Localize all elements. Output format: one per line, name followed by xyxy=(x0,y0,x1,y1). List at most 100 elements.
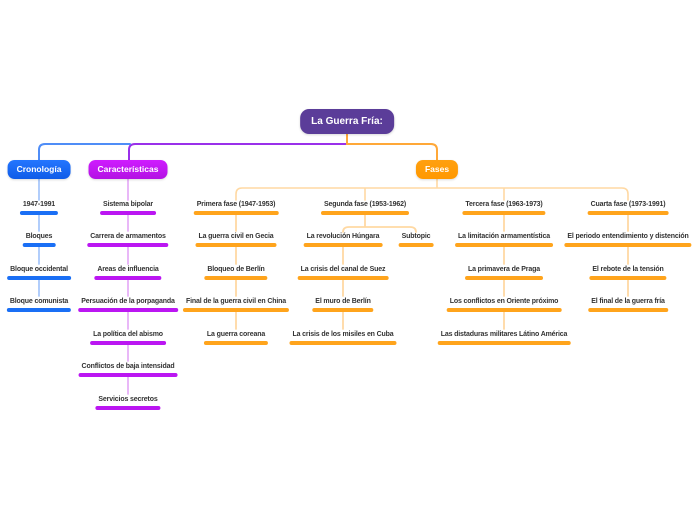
topic-label: Final de la guerra civil en China xyxy=(185,298,287,305)
topic-label: Bloque occidental xyxy=(10,266,68,273)
topic-underline xyxy=(455,243,553,247)
topic-caracteristicas-item[interactable]: Carrera de armamentos xyxy=(87,232,169,247)
topic-underline xyxy=(6,308,72,312)
topic-underline xyxy=(203,341,269,345)
topic-fase3[interactable]: Tercera fase (1963-1973) xyxy=(462,200,546,215)
topic-label: El muro de Berlín xyxy=(315,298,371,305)
topic-underline xyxy=(195,243,277,247)
topic-cronologia-item[interactable]: Bloques xyxy=(22,232,56,247)
topic-label: Los conflictos en Oriente próximo xyxy=(449,298,559,305)
topic-label: Servicios secretos xyxy=(98,396,158,403)
topic-label: Las distaduras militares Látino América xyxy=(440,331,568,338)
topic-caracteristicas-item[interactable]: La política del abismo xyxy=(90,330,166,345)
topic-underline xyxy=(437,341,571,345)
topic-label: Tercera fase (1963-1973) xyxy=(465,201,543,208)
branch-caracteristicas-label: Características xyxy=(97,164,159,174)
root-topic-label: La Guerra Fría: xyxy=(311,116,383,127)
topic-fase2-item[interactable]: La crisis del canal de Suez xyxy=(297,265,389,280)
topic-caracteristicas-item[interactable]: Servicios secretos xyxy=(95,395,161,410)
topic-cronologia-item[interactable]: Bloque occidental xyxy=(7,265,71,280)
topic-label: La guerra civil en Gecia xyxy=(198,233,274,240)
topic-underline xyxy=(297,276,389,280)
topic-label: Cuarta fase (1973-1991) xyxy=(590,201,666,208)
topic-fase4-item[interactable]: El final de la guerra fría xyxy=(588,297,668,312)
topic-label: Conflictos de baja intensidad xyxy=(81,363,175,370)
topic-label: Subtopic xyxy=(401,233,431,240)
topic-underline xyxy=(303,243,383,247)
topic-underline xyxy=(462,211,546,215)
topic-label: Bloqueo de Berlín xyxy=(207,266,265,273)
topic-label: El periodo entendimiento y distención xyxy=(567,233,689,240)
topic-cronologia-item[interactable]: 1947-1991 xyxy=(19,200,59,215)
topic-label: La crisis de los misiles en Cuba xyxy=(292,331,394,338)
topic-label: Persuación de la porpaganda xyxy=(81,298,175,305)
topic-fase3-item[interactable]: La primavera de Praga xyxy=(465,265,543,280)
topic-fase2-item[interactable]: La crisis de los misiles en Cuba xyxy=(289,330,397,345)
topic-underline xyxy=(22,243,56,247)
topic-fase2-item[interactable]: La revolución Húngara xyxy=(303,232,383,247)
topic-underline xyxy=(587,211,669,215)
topic-cronologia-item[interactable]: Bloque comunista xyxy=(6,297,72,312)
topic-underline xyxy=(95,406,161,410)
topic-underline xyxy=(78,373,178,377)
topic-underline xyxy=(465,276,543,280)
topic-label: El final de la guerra fría xyxy=(591,298,665,305)
topic-label: La guerra coreana xyxy=(206,331,266,338)
topic-fase1-item[interactable]: La guerra coreana xyxy=(203,330,269,345)
wire-cronologia-branch xyxy=(38,143,131,161)
branch-fases[interactable]: Fases xyxy=(415,160,459,179)
branch-cronologia-label: Cronología xyxy=(16,164,62,174)
root-topic-la-guerra-fria[interactable]: La Guerra Fría: xyxy=(300,109,394,134)
topic-caracteristicas-item[interactable]: Conflictos de baja intensidad xyxy=(78,362,178,377)
topic-underline xyxy=(193,211,279,215)
topic-underline xyxy=(588,308,668,312)
topic-underline xyxy=(90,341,166,345)
topic-fase4-item[interactable]: El rebote de la tensión xyxy=(589,265,667,280)
topic-underline xyxy=(204,276,268,280)
branch-caracteristicas[interactable]: Características xyxy=(88,160,168,179)
topic-fase1-item[interactable]: Bloqueo de Berlín xyxy=(204,265,268,280)
topic-underline xyxy=(398,243,434,247)
topic-label: La crisis del canal de Suez xyxy=(300,266,386,273)
topic-label: La revolución Húngara xyxy=(306,233,380,240)
topic-underline xyxy=(564,243,692,247)
topic-fase2[interactable]: Segunda fase (1953-1962) xyxy=(321,200,409,215)
wire-caracteristicas-branch xyxy=(128,139,348,161)
topic-label: Primera fase (1947-1953) xyxy=(196,201,276,208)
topic-label: Bloques xyxy=(25,233,53,240)
topic-label: La primavera de Praga xyxy=(468,266,540,273)
topic-label: Areas de influencia xyxy=(97,266,159,273)
topic-caracteristicas-item[interactable]: Persuación de la porpaganda xyxy=(78,297,178,312)
topic-underline xyxy=(19,211,59,215)
topic-label: La limitación armamentística xyxy=(458,233,550,240)
topic-underline xyxy=(182,308,290,312)
topic-fase1[interactable]: Primera fase (1947-1953) xyxy=(193,200,279,215)
topic-fase3-item[interactable]: Las distaduras militares Látino América xyxy=(437,330,571,345)
topic-fase1-item[interactable]: La guerra civil en Gecia xyxy=(195,232,277,247)
wire-fases-fanout xyxy=(235,177,629,201)
topic-underline xyxy=(94,276,162,280)
topic-fase2-subtopic[interactable]: Subtopic xyxy=(398,232,434,247)
topic-underline xyxy=(446,308,562,312)
topic-underline xyxy=(87,243,169,247)
topic-fase2-item[interactable]: El muro de Berlín xyxy=(312,297,374,312)
topic-underline xyxy=(100,211,156,215)
topic-caracteristicas-item[interactable]: Areas de influencia xyxy=(94,265,162,280)
topic-fase3-item[interactable]: La limitación armamentística xyxy=(455,232,553,247)
topic-fase4[interactable]: Cuarta fase (1973-1991) xyxy=(587,200,669,215)
topic-fase3-item[interactable]: Los conflictos en Oriente próximo xyxy=(446,297,562,312)
topic-caracteristicas-item[interactable]: Sistema bipolar xyxy=(100,200,156,215)
topic-label: El rebote de la tensión xyxy=(592,266,664,273)
topic-label: Carrera de armamentos xyxy=(90,233,166,240)
topic-underline xyxy=(312,308,374,312)
topic-label: La política del abismo xyxy=(93,331,163,338)
topic-underline xyxy=(289,341,397,345)
topic-label: Sistema bipolar xyxy=(103,201,153,208)
topic-fase1-item[interactable]: Final de la guerra civil en China xyxy=(182,297,290,312)
branch-fases-label: Fases xyxy=(424,164,450,174)
topic-underline xyxy=(7,276,71,280)
topic-fase4-item[interactable]: El periodo entendimiento y distención xyxy=(564,232,692,247)
branch-cronologia[interactable]: Cronología xyxy=(7,160,71,179)
